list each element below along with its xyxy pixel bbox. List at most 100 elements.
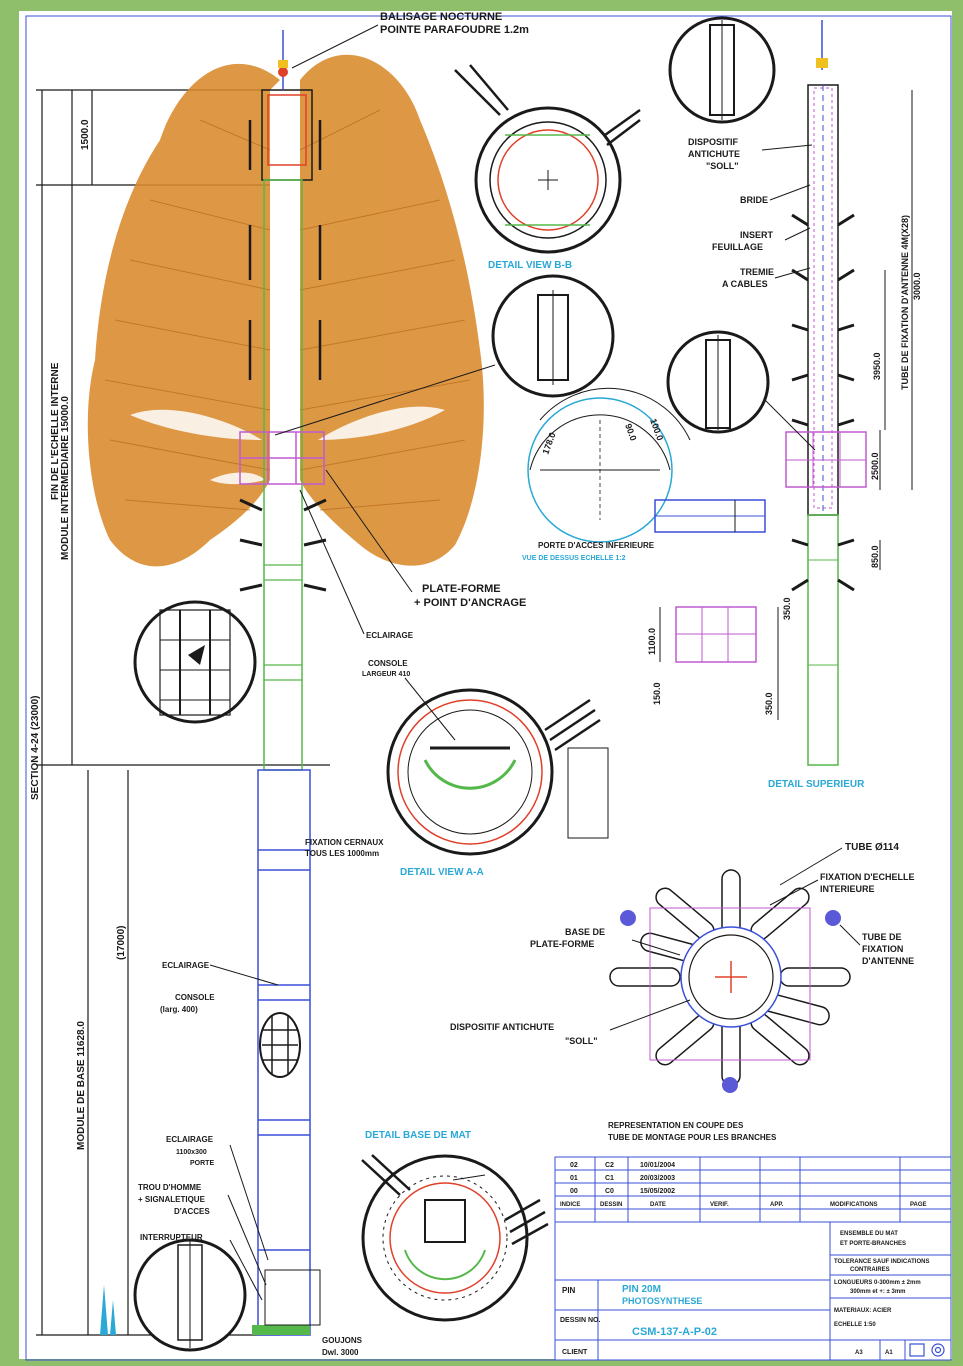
title-block	[554, 1156, 952, 1361]
access-door-subtitle: VUE DE DESSUS ECHELLE 1:2	[522, 555, 626, 562]
detail-superior-title: DETAIL SUPERIEUR	[768, 779, 865, 790]
mast-lower	[257, 769, 311, 1336]
bolts-label-2: Dwl. 3000	[322, 1348, 359, 1357]
ladder-end-label: FIN DE L'ECHELLE INTERNE	[50, 362, 61, 500]
tb-right-8: ECHELLE 1:50	[834, 1322, 876, 1328]
detail-b-b-section	[454, 64, 641, 254]
header-app: APP.	[770, 1202, 784, 1208]
antenna-tube-label-2: FIXATION	[862, 944, 903, 954]
header-modifications: MODIFICATIONS	[830, 1202, 878, 1208]
platform-grid	[239, 431, 325, 485]
pin-value-1: PIN 20M	[622, 1284, 661, 1295]
mast-upper	[261, 30, 313, 771]
antenna-tube-label-1: TUBE DE	[862, 932, 902, 942]
console-label-lower-1: CONSOLE	[175, 993, 215, 1002]
rev-row-1-index: 02	[570, 1162, 578, 1169]
intermediate-module-dimension: MODULE INTERMEDIAIRE 15000.0	[60, 396, 71, 560]
rev-row-3-drawing: C0	[605, 1188, 614, 1195]
dim-350a: 350.0	[782, 597, 792, 620]
tb-right-1: ENSEMBLE DU MAT	[840, 1231, 898, 1237]
platform-base-label-2: PLATE-FORME	[530, 939, 594, 949]
dim-150: 150.0	[652, 682, 662, 705]
dim-850: 850.0	[870, 545, 880, 568]
ladder-fixation-label-1: FIXATION D'ECHELLE	[820, 872, 914, 882]
header-drawing: DESSIN	[600, 1202, 622, 1208]
detail-a-a-title: DETAIL VIEW A-A	[400, 867, 484, 878]
dimension-17000: (17000)	[116, 926, 127, 960]
right-detail-circle-mid	[666, 330, 816, 451]
revision-rows: 02 C2 10/01/2004 01 C1 20/03/2003 00 C0 …	[570, 1162, 675, 1195]
ground-base	[252, 1269, 321, 1335]
branch-tube-section	[609, 869, 851, 1093]
header-index: INDICE	[560, 1202, 580, 1208]
tube-114-label: TUBE Ø114	[845, 842, 899, 853]
lighting-label-lower: ECLAIRAGE	[162, 961, 210, 970]
section-caption-2: TUBE DE MONTAGE POUR LES BRANCHES	[608, 1133, 777, 1142]
antifall-label-2: ANTICHUTE	[688, 149, 740, 159]
rev-row-3-index: 00	[570, 1188, 578, 1195]
projection-symbol	[909, 1343, 945, 1357]
cable-hopper-label-1: TREMIE	[740, 267, 774, 277]
tb-right-7: MATERIAUX: ACIER	[834, 1308, 892, 1314]
platform-label-2: + POINT D'ANCRAGE	[414, 597, 526, 609]
insert-label-1: INSERT	[740, 230, 774, 240]
dim-350b: 350.0	[764, 692, 774, 715]
client-label: CLIENT	[562, 1349, 588, 1356]
tb-right-2: ET PORTE-BRANCHES	[840, 1241, 906, 1247]
console-grille	[259, 1012, 301, 1078]
fixation-label-2: TOUS LES 1000mm	[305, 849, 379, 858]
lighting-label-lower2: ECLAIRAGE	[166, 1135, 214, 1144]
title-block-right: ENSEMBLE DU MAT ET PORTE-BRANCHES TOLERA…	[834, 1231, 929, 1356]
dim-1100: 1100.0	[647, 628, 657, 655]
dim-2500: 2500.0	[870, 452, 880, 480]
right-mast-stubs	[791, 213, 855, 592]
rev-row-1-drawing: C2	[605, 1162, 614, 1169]
cable-hopper-label-2: A CABLES	[722, 279, 768, 289]
top-dimension: 1500.0	[80, 119, 91, 150]
mast-brackets	[248, 120, 322, 380]
detail-circle-connector	[274, 274, 615, 436]
detail-circle-ladder	[133, 600, 257, 724]
right-mast	[785, 20, 867, 766]
rev-row-2-date: 20/03/2003	[640, 1175, 675, 1182]
mast-branch-stubs	[239, 498, 327, 592]
detail-base-section	[361, 1154, 549, 1322]
lighting-label: ECLAIRAGE	[366, 631, 414, 640]
rev-row-1-date: 10/01/2004	[640, 1162, 675, 1169]
tb-right-6: 300mm et +: ± 3mm	[850, 1289, 906, 1295]
beacon-label-2: POINTE PARAFOUDRE 1.2m	[380, 24, 529, 36]
section-caption-1: REPRESENTATION EN COUPE DES	[608, 1121, 744, 1130]
dim-3950: 3950.0	[872, 352, 882, 380]
rev-row-2-drawing: C1	[605, 1175, 614, 1182]
manhole-label-3: D'ACCES	[174, 1207, 210, 1216]
bolts-label-1: GOUJONS	[322, 1336, 363, 1345]
door-size-label: 1100x300	[176, 1149, 207, 1156]
section-dimension: SECTION 4-24 (23000)	[30, 696, 41, 801]
flange-label: BRIDE	[740, 195, 768, 205]
rev-row-3-date: 15/05/2002	[640, 1188, 675, 1195]
tb-right-10: A1	[885, 1350, 893, 1356]
title-block-header: INDICE DESSIN DATE VERIF. APP. MODIFICAT…	[560, 1202, 927, 1208]
drawing-border	[25, 15, 952, 1361]
ladder-fixation-label-2: INTERIEURE	[820, 884, 875, 894]
tb-right-3: TOLERANCE SAUF INDICATIONS	[834, 1259, 929, 1265]
console-label-lower-2: (larg. 400)	[160, 1005, 198, 1014]
base-module-dimension: MODULE DE BASE 11628.0	[76, 1021, 87, 1150]
antenna-tube-dimension: TUBE DE FIXATION D'ANTENNE 4M(X28)	[900, 215, 910, 390]
header-page: PAGE	[910, 1202, 927, 1208]
right-detail-circle-top	[668, 16, 776, 124]
dim-3000: 3000.0	[912, 272, 922, 300]
manhole-label-2: + SIGNALETIQUE	[138, 1195, 206, 1204]
foliage-gaps	[130, 406, 445, 485]
antenna-tube-label-3: D'ANTENNE	[862, 956, 914, 966]
detail-b-b-title: DETAIL VIEW B-B	[488, 260, 572, 271]
drawing-number-label: DESSIN NO.	[560, 1317, 601, 1324]
rev-row-2-index: 01	[570, 1175, 578, 1182]
manhole-label-1: TROU D'HOMME	[138, 1183, 202, 1192]
right-dim-lines	[879, 90, 913, 570]
foliage-texture	[104, 109, 471, 511]
beacon-label-1: BALISAGE NOCTURNE	[380, 11, 502, 23]
tb-right-9: A3	[855, 1350, 863, 1356]
access-door-title: PORTE D'ACCES INFERIEURE	[538, 541, 655, 550]
